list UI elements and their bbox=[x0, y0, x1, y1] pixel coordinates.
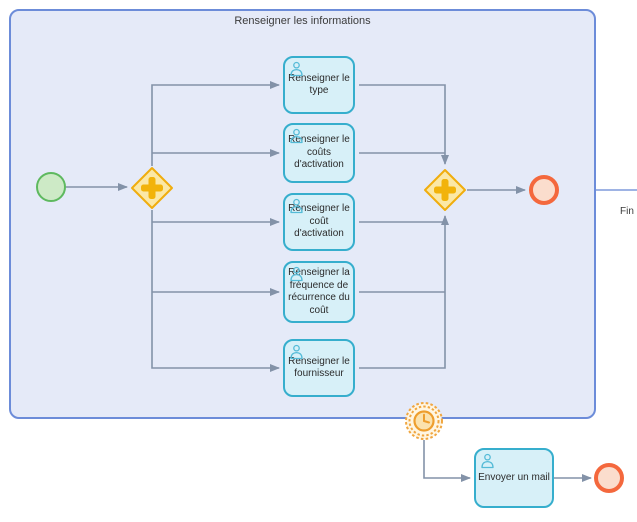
task-label: Renseigner le coût d'activation bbox=[288, 203, 350, 240]
flow-split-to-task-fournisseur[interactable] bbox=[151, 210, 280, 372]
end-event-main[interactable] bbox=[529, 175, 559, 205]
parallel-gateway-split[interactable] bbox=[130, 166, 174, 210]
flow-timer-to-mail-task[interactable] bbox=[423, 440, 471, 482]
user-icon bbox=[290, 266, 303, 282]
task-label: Renseigner la fréquence de récurrence du… bbox=[288, 267, 350, 316]
start-event[interactable] bbox=[36, 172, 66, 202]
subprocess-title: Renseigner les informations bbox=[234, 15, 371, 27]
task-label: Renseigner le coûts d'activation bbox=[288, 134, 350, 171]
task-envoyer-un-mail[interactable]: Envoyer un mail bbox=[474, 448, 554, 508]
plus-icon bbox=[424, 169, 466, 211]
user-icon bbox=[481, 453, 494, 469]
plus-icon bbox=[131, 167, 173, 209]
flow-task-fournisseur-to-join[interactable] bbox=[359, 215, 449, 369]
user-icon bbox=[290, 198, 303, 214]
flow-split-to-task-type[interactable] bbox=[151, 81, 280, 166]
task-renseigner-cout-activation[interactable]: Renseigner le coût d'activation bbox=[283, 193, 355, 251]
task-renseigner-fournisseur[interactable]: Renseigner le fournisseur bbox=[283, 339, 355, 397]
clock-icon bbox=[405, 402, 443, 440]
user-icon bbox=[290, 128, 303, 144]
task-label: Renseigner le fournisseur bbox=[288, 355, 350, 380]
end-event-mail[interactable] bbox=[594, 463, 624, 493]
parallel-gateway-join[interactable] bbox=[423, 168, 467, 212]
task-label: Renseigner le type bbox=[288, 72, 350, 97]
task-label: Envoyer un mail bbox=[478, 471, 550, 483]
task-renseigner-frequence[interactable]: Renseigner la fréquence de récurrence du… bbox=[283, 261, 355, 323]
user-icon bbox=[290, 61, 303, 77]
timer-boundary-event[interactable] bbox=[404, 401, 444, 446]
flow-task-type-to-join[interactable] bbox=[359, 84, 449, 165]
task-renseigner-le-type[interactable]: Renseigner le type bbox=[283, 56, 355, 114]
fin-label: Fin bbox=[620, 206, 634, 217]
user-icon bbox=[290, 344, 303, 360]
task-renseigner-couts-activation[interactable]: Renseigner le coûts d'activation bbox=[283, 123, 355, 183]
